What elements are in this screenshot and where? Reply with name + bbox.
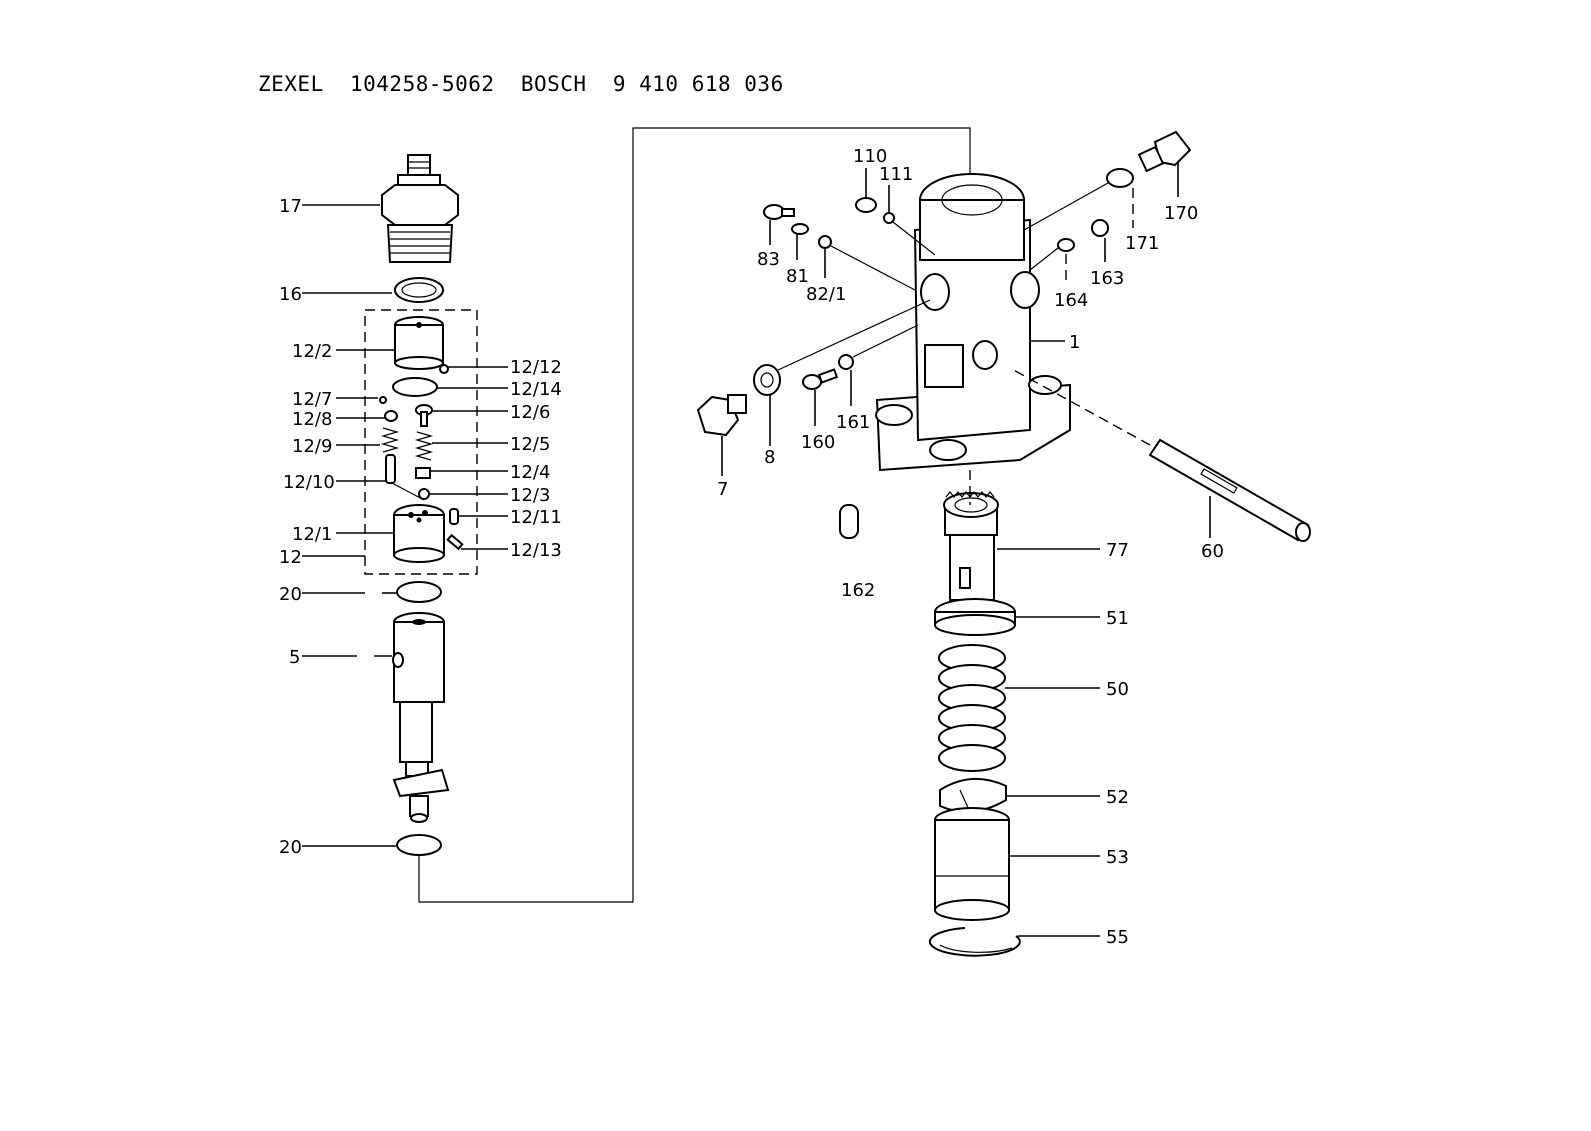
label-110: 110 xyxy=(853,146,887,167)
label-83: 83 xyxy=(757,249,780,270)
label-111: 111 xyxy=(879,164,913,185)
label-12-7: 12/7 xyxy=(292,389,332,410)
label-12-6: 12/6 xyxy=(510,402,550,423)
label-55: 55 xyxy=(1106,927,1129,948)
label-171: 171 xyxy=(1125,233,1159,254)
part-12-2-valve-body xyxy=(394,316,444,370)
label-60: 60 xyxy=(1201,541,1224,562)
label-170: 170 xyxy=(1164,203,1198,224)
label-81: 81 xyxy=(786,266,809,287)
label-17: 17 xyxy=(279,196,302,217)
part-16-gasket xyxy=(394,277,444,303)
label-12-11: 12/11 xyxy=(510,507,562,528)
part-17-valve-holder xyxy=(381,154,459,263)
label-12-12: 12/12 xyxy=(510,357,562,378)
part-60-control-rod xyxy=(1148,438,1311,542)
label-8: 8 xyxy=(764,447,775,468)
part-53-tappet xyxy=(934,807,1010,921)
label-5: 5 xyxy=(289,647,300,668)
label-162: 162 xyxy=(841,580,875,601)
label-12-2: 12/2 xyxy=(292,341,332,362)
label-12-4: 12/4 xyxy=(510,462,550,483)
part-50-spring xyxy=(938,644,1006,772)
diagram-title: ZEXEL 104258-5062 BOSCH 9 410 618 036 xyxy=(258,72,784,96)
part-12-1-base xyxy=(393,504,445,563)
label-52: 52 xyxy=(1106,787,1129,808)
label-1: 1 xyxy=(1069,332,1080,353)
label-20-lower: 20 xyxy=(279,837,302,858)
part-5-plunger xyxy=(392,612,450,823)
label-12-10: 12/10 xyxy=(283,472,335,493)
label-20-upper: 20 xyxy=(279,584,302,605)
part-7-plug xyxy=(696,394,747,437)
label-163: 163 xyxy=(1090,268,1124,289)
label-50: 50 xyxy=(1106,679,1129,700)
label-161: 161 xyxy=(836,412,870,433)
label-12-3: 12/3 xyxy=(510,485,550,506)
label-53: 53 xyxy=(1106,847,1129,868)
label-51: 51 xyxy=(1106,608,1129,629)
label-82-1: 82/1 xyxy=(806,284,846,305)
label-12-14: 12/14 xyxy=(510,379,562,400)
label-160: 160 xyxy=(801,432,835,453)
label-12-5: 12/5 xyxy=(510,434,550,455)
label-12: 12 xyxy=(279,547,302,568)
part-51-spring-seat xyxy=(934,598,1016,636)
label-12-8: 12/8 xyxy=(292,409,332,430)
label-12-1: 12/1 xyxy=(292,524,332,545)
label-77: 77 xyxy=(1106,540,1129,561)
part-170-plug xyxy=(1137,130,1192,173)
label-12-13: 12/13 xyxy=(510,540,562,561)
label-164: 164 xyxy=(1054,290,1088,311)
part-77-sleeve xyxy=(943,491,999,601)
label-7: 7 xyxy=(717,479,728,500)
label-16: 16 xyxy=(279,284,302,305)
part-1-housing xyxy=(875,173,1071,472)
part-12-6-pin xyxy=(415,404,433,427)
label-12-9: 12/9 xyxy=(292,436,332,457)
